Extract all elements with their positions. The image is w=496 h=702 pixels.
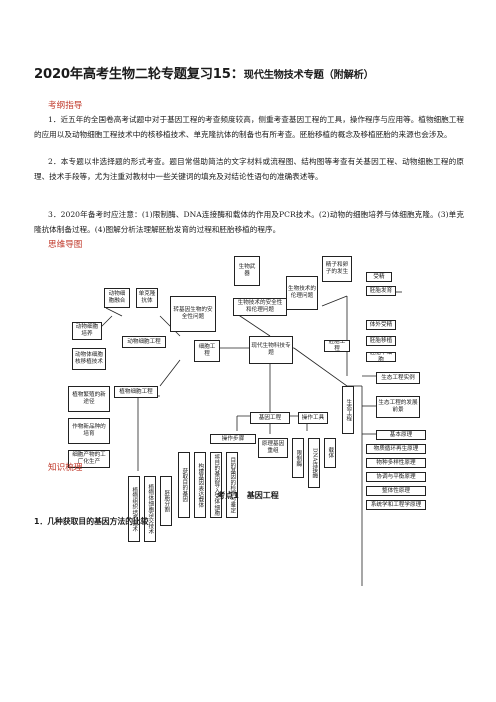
safety-node: 生物技术的安全性和伦理问题 xyxy=(233,298,287,316)
embryo-split-box: 胚胎分割 xyxy=(160,476,172,526)
in-vitro-box: 体外受精 xyxy=(366,320,396,330)
animal-culture-box: 动物细胞培养 xyxy=(72,322,102,340)
paragraph-1: 1．近五年的全国卷高考试题中对于基因工程的考查频度较高，侧重考查基因工程的工具，… xyxy=(34,115,464,139)
sperm-egg-box: 精子和卵子的发生 xyxy=(322,256,352,282)
gm-safety-box: 转基因生物的安全性问题 xyxy=(170,296,216,332)
title-sub: 现代生物技术专题（附解析） xyxy=(243,70,374,81)
es-cells-box: 胚胎干细胞 xyxy=(366,352,396,362)
eco-p2-box: 物种多样性原理 xyxy=(366,458,426,468)
animal-fusion-box: 动物细胞融合 xyxy=(104,288,130,308)
detect-box: 目的基因的检测与鉴定 xyxy=(226,452,238,518)
ops-box: 操作步骤 xyxy=(210,434,256,444)
cloning-ethics-box: 生物技术的伦理问题 xyxy=(286,276,318,310)
eco-p3-box: 协调与平衡原理 xyxy=(366,472,426,482)
gene-engineering-node: 基因工程 xyxy=(250,412,290,424)
eco-prospect-box: 生态工程的发展前景 xyxy=(376,396,420,418)
eco-p5-box: 系统学和工程学原理 xyxy=(366,500,426,510)
tissue-culture-box: 植物组织培养技术 xyxy=(128,476,140,542)
principle-box: 原理基因重组 xyxy=(258,438,288,458)
intro-box: 将目的基因导入受体细胞 xyxy=(210,452,222,518)
vector-build-box: 构建基因表达载体 xyxy=(194,452,206,518)
paragraph-2: 2．本专题以非选择题的形式考查。题目常借助简洁的文字材料或流程图、结构图等考查有… xyxy=(34,157,464,181)
eco-case-box: 生态工程实例 xyxy=(376,372,420,384)
animal-cell-eng-box: 动物细胞工程 xyxy=(122,336,166,348)
plant-products-box: 细胞产物的工厂化生产 xyxy=(68,450,110,468)
section-heading-mindmap: 思维导图 xyxy=(48,240,83,250)
plant-breeding-box: 作物新品种的培育 xyxy=(68,418,110,444)
subsection-title: 1．几种获取目的基因方法的比较 xyxy=(34,517,149,526)
eco-basic-box: 基本原理 xyxy=(376,430,426,440)
paragraph-3: 3．2020年备考时应注意：(1)限制酶、DNA连接酶和载体的作用及PCR技术。… xyxy=(34,210,464,234)
point-title: 考点1 基因工程 xyxy=(217,491,279,500)
ligase-box: DNA连接酶 xyxy=(308,438,320,488)
restriction-box: 限制酶 xyxy=(292,438,304,478)
section-heading-guide: 考纲指导 xyxy=(48,101,83,111)
fertilization-box: 受精 xyxy=(366,272,392,282)
bio-weapon-box: 生物武器 xyxy=(234,256,260,286)
eco-p4-box: 整体性原理 xyxy=(366,486,426,496)
center-node: 现代生物科技专题 xyxy=(249,336,293,364)
tools-box: 操作工具 xyxy=(298,412,328,424)
monoclonal-box: 单克隆抗体 xyxy=(136,288,158,308)
embryo-engineering-node: 胚胎工程 xyxy=(324,340,350,352)
protoplast-box: 植物体细胞杂交技术 xyxy=(144,476,156,542)
section-heading-knowledge: 知识梳理 xyxy=(48,463,83,473)
plant-cell-eng-box: 植物细胞工程 xyxy=(114,386,158,398)
target-gene-box: 获取目的基因 xyxy=(178,452,190,518)
cell-engineering-node: 细胞工程 xyxy=(194,340,220,362)
nuclear-transfer-box: 动物体细胞核移植技术 xyxy=(72,348,106,370)
mind-map: 现代生物科技专题 细胞工程 生物技术的安全性和伦理问题 动物细胞融合 单克隆抗体… xyxy=(62,256,427,606)
embryo-transfer-box: 胚胎移植 xyxy=(366,336,396,346)
title-main: 2020年高考生物二轮专题复习15： xyxy=(34,67,244,82)
plant-apps-box: 植物繁殖的新途径 xyxy=(68,386,110,412)
ecology-node: 生态工程 xyxy=(342,386,354,434)
page-title: 2020年高考生物二轮专题复习15：现代生物技术专题（附解析） xyxy=(34,63,474,82)
vector-box: 载体 xyxy=(324,438,336,468)
early-dev-box: 胚胎发育 xyxy=(366,286,396,296)
eco-p1-box: 物质循环再生原理 xyxy=(366,444,426,454)
